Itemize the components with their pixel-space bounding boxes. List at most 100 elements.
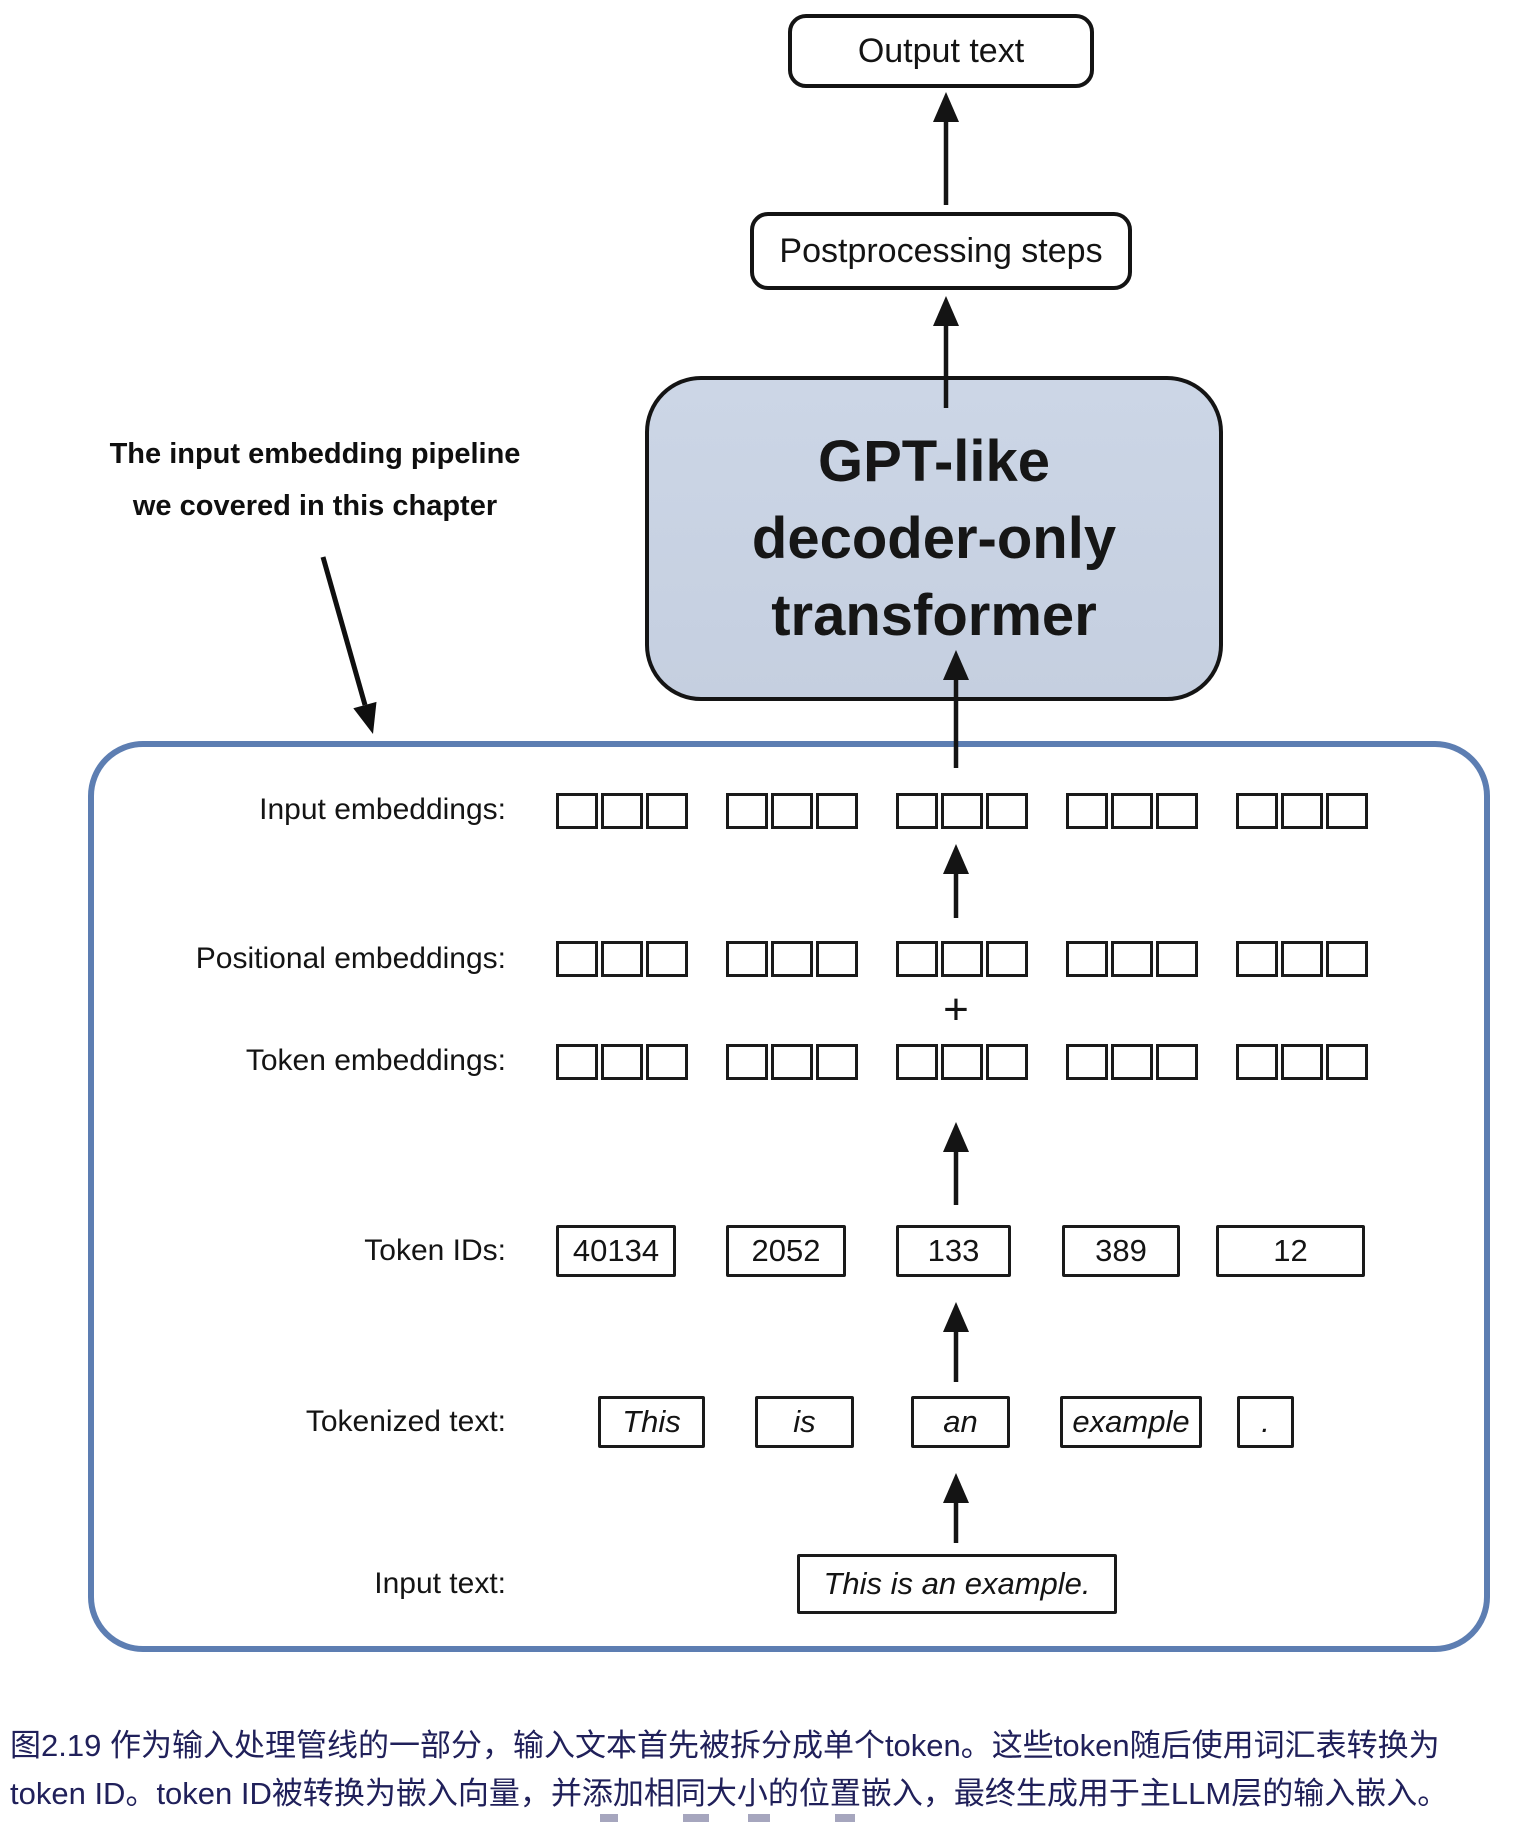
embedding-cell [646, 1044, 688, 1080]
output-text-box: Output text [788, 14, 1094, 88]
caption-line2: token ID。token ID被转换为嵌入向量，并添加相同大小的位置嵌入，最… [10, 1776, 1449, 1811]
annotation-line1: The input embedding pipeline [109, 438, 521, 470]
embedding-cell [771, 941, 813, 977]
tokenized-text-label: Tokenized text: [305, 1405, 506, 1438]
token-id-box: 40134 [556, 1225, 676, 1277]
caption-clipped-fragment [683, 1814, 709, 1822]
embedding-vector [896, 1044, 1028, 1080]
embedding-vector [1066, 793, 1198, 829]
embedding-cell [646, 793, 688, 829]
embedding-vector [556, 793, 688, 829]
postprocessing-box: Postprocessing steps [750, 212, 1132, 290]
embedding-cell [1326, 941, 1368, 977]
embedding-cell [1326, 793, 1368, 829]
embedding-vector [1236, 941, 1368, 977]
gpt-transformer-box: GPT-like decoder-only transformer [645, 376, 1223, 701]
input-text-value: This is an example. [823, 1566, 1091, 1601]
embedding-cell [1156, 941, 1198, 977]
embedding-vector [726, 1044, 858, 1080]
gpt-box-line1: GPT-like [817, 429, 1051, 494]
output-text-label: Output text [857, 31, 1025, 70]
embedding-vector [1066, 941, 1198, 977]
caption-clipped-fragment [835, 1814, 855, 1822]
embedding-vector [556, 941, 688, 977]
token-ids-label: Token IDs: [364, 1234, 506, 1267]
embedding-cell [816, 941, 858, 977]
embedding-cell [896, 1044, 938, 1080]
embedding-cell [1236, 1044, 1278, 1080]
gpt-box-line3: transformer [771, 583, 1097, 648]
embedding-cell [646, 941, 688, 977]
embedding-cell [601, 941, 643, 977]
embedding-vector [1236, 793, 1368, 829]
token-embeddings-label: Token embeddings: [245, 1044, 506, 1077]
embedding-cell [771, 793, 813, 829]
embedding-cell [1156, 793, 1198, 829]
embedding-cell [1326, 1044, 1368, 1080]
embedding-vector [726, 793, 858, 829]
annotation-arrow [320, 556, 377, 734]
arrow-postprocessing-to-output [933, 92, 959, 205]
embedding-cell [1111, 1044, 1153, 1080]
embedding-vector [896, 793, 1028, 829]
embedding-cell [556, 793, 598, 829]
embedding-cell [941, 941, 983, 977]
embedding-cell [896, 941, 938, 977]
embedding-cell [771, 1044, 813, 1080]
caption-clipped-fragment [600, 1814, 618, 1822]
embedding-cell [1111, 941, 1153, 977]
embedding-cell [1236, 941, 1278, 977]
embedding-cell [1066, 1044, 1108, 1080]
token-text-box: is [755, 1396, 854, 1448]
embedding-cell [1111, 793, 1153, 829]
embedding-cell [1156, 1044, 1198, 1080]
gpt-box-line2: decoder-only [751, 506, 1117, 571]
embedding-cell [1236, 793, 1278, 829]
input-text-box: This is an example. [797, 1554, 1117, 1614]
embedding-cell [556, 1044, 598, 1080]
embedding-cell [1281, 941, 1323, 977]
embedding-vector [1236, 1044, 1368, 1080]
postprocessing-label: Postprocessing steps [779, 231, 1103, 270]
embedding-cell [816, 793, 858, 829]
token-id-box: 389 [1062, 1225, 1180, 1277]
token-text-box: an [911, 1396, 1010, 1448]
embedding-cell [1066, 793, 1108, 829]
embedding-pipeline-container [88, 741, 1490, 1652]
token-text-box: example [1060, 1396, 1202, 1448]
embedding-cell [941, 1044, 983, 1080]
annotation-line2: we covered in this chapter [132, 490, 498, 522]
token-id-box: 12 [1216, 1225, 1365, 1277]
embedding-cell [1281, 1044, 1323, 1080]
embedding-cell [601, 793, 643, 829]
token-embeddings-row [556, 1044, 1368, 1080]
embedding-cell [941, 793, 983, 829]
input-embeddings-label: Input embeddings: [259, 793, 506, 826]
caption-clipped-fragment [748, 1814, 770, 1822]
token-id-box: 133 [896, 1225, 1011, 1277]
embedding-cell [601, 1044, 643, 1080]
figure-caption: 图2.19 作为输入处理管线的一部分，输入文本首先被拆分成单个token。这些t… [10, 1722, 1512, 1818]
embedding-cell [1281, 793, 1323, 829]
positional-embeddings-row [556, 941, 1368, 977]
embedding-vector [726, 941, 858, 977]
embedding-cell [556, 941, 598, 977]
input-text-label: Input text: [374, 1567, 506, 1600]
embedding-vector [1066, 1044, 1198, 1080]
caption-line1: 图2.19 作为输入处理管线的一部分，输入文本首先被拆分成单个token。这些t… [10, 1728, 1440, 1763]
embedding-vector [896, 941, 1028, 977]
input-embeddings-row [556, 793, 1368, 829]
embedding-cell [986, 793, 1028, 829]
embedding-vector [556, 1044, 688, 1080]
embedding-cell [726, 793, 768, 829]
embedding-cell [1066, 941, 1108, 977]
embedding-cell [726, 1044, 768, 1080]
embedding-cell [816, 1044, 858, 1080]
plus-sign: + [943, 985, 969, 1034]
embedding-cell [726, 941, 768, 977]
annotation-note: The input embedding pipeline we covered … [75, 428, 555, 532]
embedding-cell [896, 793, 938, 829]
positional-embeddings-label: Positional embeddings: [195, 942, 506, 975]
embedding-cell [986, 941, 1028, 977]
